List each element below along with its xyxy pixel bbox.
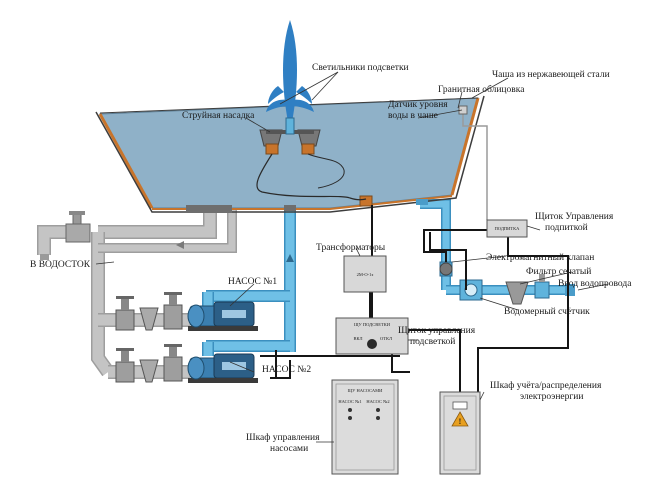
sensor-line (458, 105, 488, 220)
label-makeup-panel-2: подпиткой (545, 222, 588, 233)
label-to-drain: В ВОДОСТОК (30, 260, 91, 270)
leader-lines (95, 71, 609, 443)
water-jet (266, 20, 314, 135)
light-panel-title: ЩУ ПОДСВЕТКИ (354, 322, 391, 327)
pump2-switch (376, 416, 380, 420)
label-level-sensor-2: воды в чаше (388, 111, 438, 121)
label-pump2: НАСОС №2 (262, 365, 311, 375)
label-solenoid-valve: Электромагнитный клапан (486, 252, 594, 263)
label-jet-nozzle: Струйная насадка (182, 110, 255, 121)
makeup-box-text: ПОДПИТКА (495, 226, 521, 231)
pump1-suction-valves (115, 292, 183, 331)
label-pump-cabinet-1: Шкаф управления (246, 432, 320, 443)
pump1-indicator (348, 408, 352, 412)
label-meter-cabinet-2: электроэнергии (520, 392, 583, 402)
transformer-box-text: 2М-О-1э (357, 272, 374, 277)
label-transformers: Трансформаторы (316, 242, 386, 253)
label-mesh-filter: Фильтр сечатый (526, 266, 591, 277)
pump-cabinet-btn2: НАСОС №2 (366, 399, 389, 404)
warning-mark: ! (459, 417, 462, 426)
pump1 (187, 301, 258, 331)
pump2-indicator (376, 408, 380, 412)
label-water-inlet: Ввод водопровода (558, 279, 632, 289)
label-light-panel-1: Щиток управления (398, 326, 476, 336)
meter-distribution-cabinet: ! (439, 391, 481, 475)
makeup-control-box: ПОДПИТКА (486, 219, 528, 238)
label-granite: Гранитная облицовка (438, 84, 525, 95)
light-control-panel: ЩУ ПОДСВЕТКИ ВКЛ ОТКЛ (335, 317, 409, 355)
label-steel-bowl: Чаша из нержавеющей стали (492, 69, 610, 80)
light-panel-btn2: ОТКЛ (380, 336, 392, 341)
label-water-meter: Водомерный счётчик (504, 306, 590, 317)
label-makeup-panel-1: Щиток Управления (535, 212, 614, 222)
light-panel-btn1: ВКЛ (353, 336, 362, 341)
label-pump-cabinet-2: насосами (270, 444, 308, 454)
pump1-switch (348, 416, 352, 420)
label-light-panel-2: подсветкой (410, 336, 455, 347)
drain-valve (65, 211, 91, 243)
label-meter-cabinet-1: Шкаф учёта/распределения (490, 380, 602, 391)
light-switch-knob (367, 339, 377, 349)
pump-cabinet-btn1: НАСОС №1 (338, 399, 361, 404)
pump2 (187, 353, 258, 383)
pump-cabinet-title: ЩУ НАСОСАМИ (348, 388, 383, 393)
labels: Светильники подсветки Чаша из нержавеюще… (30, 63, 632, 454)
pump2-suction-valves (115, 344, 183, 383)
label-level-sensor-1: Датчик уровня (388, 100, 448, 110)
pump-control-cabinet: ЩУ НАСОСАМИ НАСОС №1 НАСОС №2 (331, 379, 399, 475)
meter-display (452, 401, 468, 410)
transformer-box: 2М-О-1э (343, 255, 387, 293)
label-lights: Светильники подсветки (312, 63, 409, 73)
warning-icon (451, 411, 469, 427)
label-pump1: НАСОС №1 (228, 277, 277, 287)
